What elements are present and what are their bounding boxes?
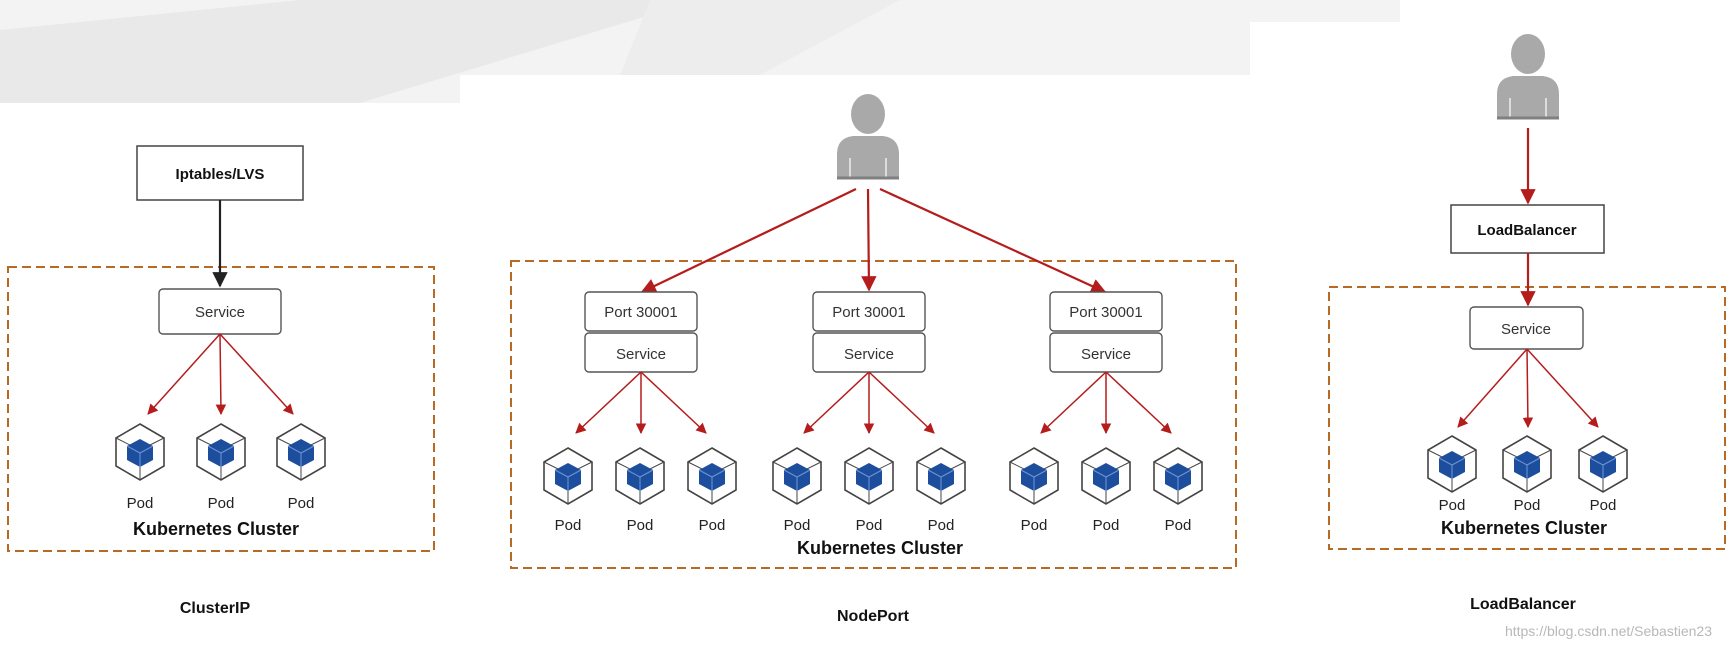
loadbalancer-caption: LoadBalancer: [1470, 596, 1576, 613]
port-box: [812, 291, 926, 332]
pod-cube-icon: [1502, 435, 1552, 493]
service-to-pod-arrow: [803, 371, 870, 434]
pod-label: Pod: [1021, 517, 1048, 534]
pod-cube-icon: [772, 447, 822, 505]
pod-cube-icon: [1578, 435, 1628, 493]
pod-cube-icon: [615, 447, 665, 505]
pod-label: Pod: [784, 517, 811, 534]
service-to-pod-arrow: [1526, 348, 1599, 428]
service-to-pod-arrow: [147, 333, 221, 415]
cluster-label: Kubernetes Cluster: [133, 519, 299, 539]
pod-cube-icon: [687, 447, 737, 505]
pod-cube-icon: [844, 447, 894, 505]
service-to-pod-arrow: [215, 333, 227, 416]
pod-label: Pod: [1093, 517, 1120, 534]
cluster-label: Kubernetes Cluster: [1441, 518, 1607, 538]
pod-cube-icon: [196, 423, 246, 481]
pod-cube-icon: [1153, 447, 1203, 505]
pod-cube-icon: [1427, 435, 1477, 493]
iptables-lvs-box: [136, 145, 304, 201]
port-label: Port 30001: [604, 304, 677, 321]
cluster-label: Kubernetes Cluster: [797, 538, 963, 558]
pod-cube-icon: [115, 423, 165, 481]
loadbalancer-box: [1450, 204, 1605, 254]
nodeport-cluster-border: [510, 260, 1237, 569]
pod-label: Pod: [627, 517, 654, 534]
pod-cube-icon: [276, 423, 326, 481]
port-label: Port 30001: [1069, 304, 1142, 321]
pod-label: Pod: [555, 517, 582, 534]
clusterip-caption: ClusterIP: [180, 600, 251, 617]
nodeport-section: Port 30001 Service Pod Pod Pod Port 3000…: [510, 92, 1237, 625]
service-to-pod-arrow: [1522, 348, 1534, 429]
user-to-port-arrow: [640, 188, 857, 293]
pod-cube-icon: [1081, 447, 1131, 505]
port-box: [584, 291, 698, 332]
service-to-pod-arrow: [1457, 348, 1528, 428]
service-to-pod-arrow: [1040, 371, 1107, 434]
pod-label: Pod: [288, 495, 315, 512]
pod-label: Pod: [856, 517, 883, 534]
iptables-lvs-label: Iptables/LVS: [176, 166, 265, 183]
service-label: Service: [844, 346, 894, 363]
service-to-pod-arrow: [575, 371, 642, 434]
service-to-pod-arrow: [219, 333, 294, 415]
service-to-pod-arrow: [1105, 371, 1172, 434]
pod-cube-icon: [543, 447, 593, 505]
background-decoration: [0, 0, 1400, 103]
pod-cube-icon: [1009, 447, 1059, 505]
pod-label: Pod: [208, 495, 235, 512]
service-label: Service: [1081, 346, 1131, 363]
user-icon: [835, 92, 901, 180]
port-box: [1049, 291, 1163, 332]
clusterip-section: Iptables/LVS Service Pod Pod Pod Kuberne…: [7, 145, 435, 617]
pod-label: Pod: [1439, 497, 1466, 514]
service-to-pod-arrow: [868, 371, 935, 434]
service-to-pod-arrow: [640, 371, 707, 434]
port-label: Port 30001: [832, 304, 905, 321]
clusterip-service-label: Service: [195, 304, 245, 321]
pod-label: Pod: [928, 517, 955, 534]
pod-label: Pod: [1514, 497, 1541, 514]
nodeport-caption: NodePort: [837, 608, 910, 625]
user-to-port-arrow: [861, 188, 877, 292]
user-to-port-arrow: [879, 187, 1107, 294]
loadbalancer-service-label: Service: [1501, 321, 1551, 338]
loadbalancer-label: LoadBalancer: [1477, 222, 1576, 239]
pod-label: Pod: [699, 517, 726, 534]
pod-cube-icon: [916, 447, 966, 505]
loadbalancer-section: LoadBalancer Service Pod Pod Pod Kuberne…: [1328, 32, 1726, 613]
watermark: https://blog.csdn.net/Sebastien23: [1505, 623, 1712, 639]
pod-label: Pod: [127, 495, 154, 512]
pod-label: Pod: [1590, 497, 1617, 514]
user-icon: [1495, 32, 1561, 120]
pod-label: Pod: [1165, 517, 1192, 534]
service-label: Service: [616, 346, 666, 363]
